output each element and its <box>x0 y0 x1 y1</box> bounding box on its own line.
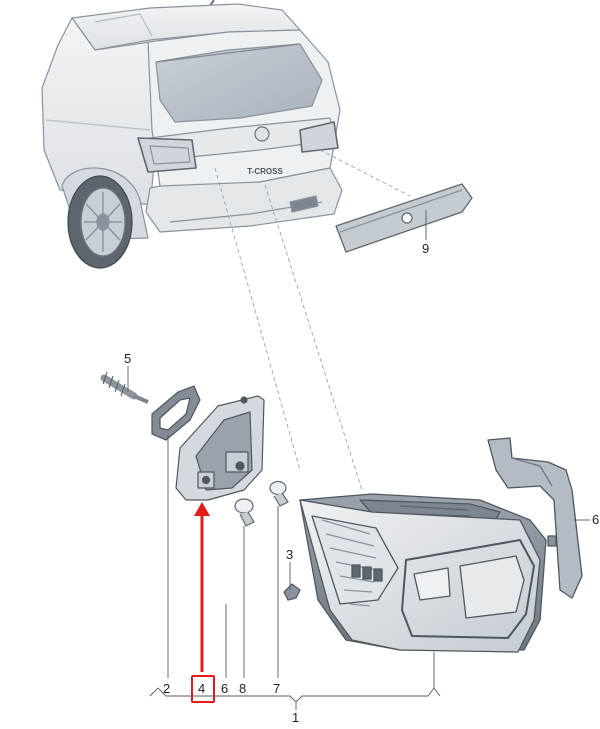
callout-7: 7 <box>273 681 281 696</box>
callout-9: 9 <box>422 241 430 256</box>
callout-1: 1 <box>292 710 300 725</box>
part-4-bulb-holder <box>175 395 265 501</box>
part-3-clip <box>283 583 301 601</box>
part-6-bracket <box>487 437 583 599</box>
part-7-bulb <box>269 480 289 507</box>
part-5-screw <box>100 371 149 404</box>
part-2-seal <box>151 385 201 441</box>
vehicle-rear-view: T-CROSS <box>41 0 343 269</box>
callout-6-bottom: 6 <box>221 681 229 696</box>
callout-3: 3 <box>286 547 294 562</box>
callout-6-right: 6 <box>592 512 600 527</box>
callout-8: 8 <box>239 681 247 696</box>
part-8-bulb <box>234 498 255 527</box>
callout-4-highlight-box <box>191 675 215 703</box>
tail-lamp-assembly <box>299 493 547 653</box>
callout-4: 4 <box>198 681 206 696</box>
callout-5: 5 <box>124 351 132 366</box>
model-badge: T-CROSS <box>247 167 283 176</box>
part-9-trim-strip <box>335 183 473 253</box>
highlight-arrow <box>194 502 210 672</box>
leader-lines <box>214 149 411 491</box>
callout-2: 2 <box>163 681 171 696</box>
callout-leaders <box>127 210 590 710</box>
